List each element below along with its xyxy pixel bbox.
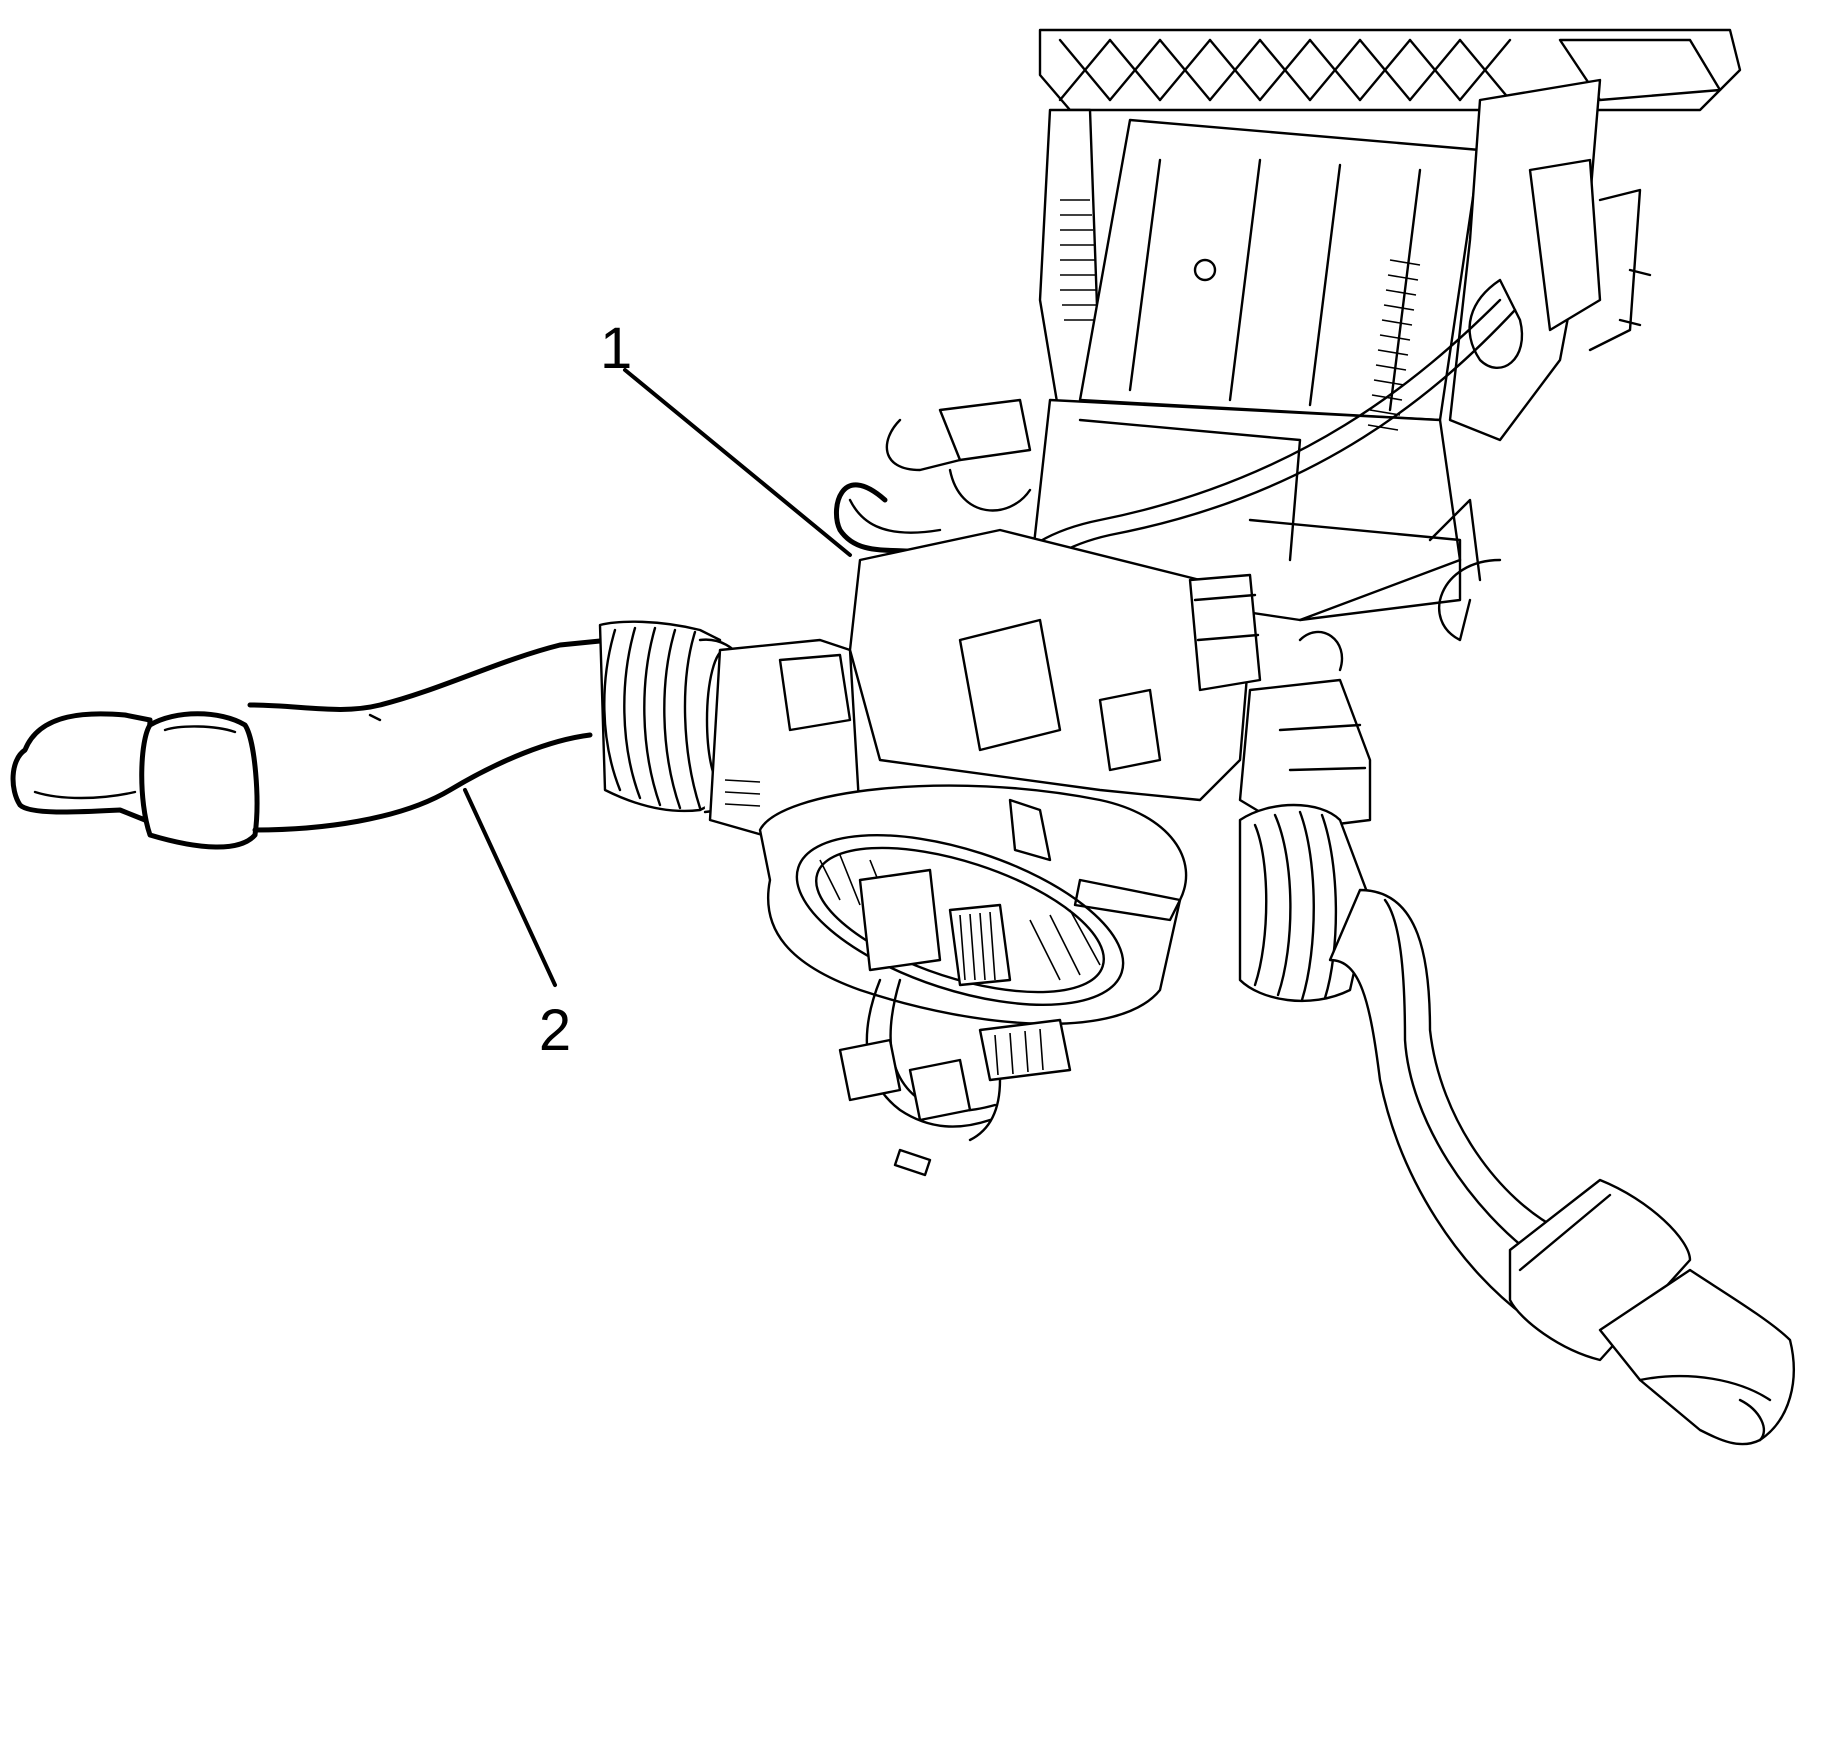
multifunction-switch-lever (10, 620, 862, 850)
switch-housing (848, 528, 1372, 922)
callout-1-leader (623, 368, 852, 557)
clock-spring-ring (758, 784, 1188, 1026)
callout-2-label: 2 (539, 998, 571, 1063)
callout-2-leader (463, 788, 557, 987)
callout-2: 2 (463, 788, 571, 1063)
callout-1: 1 (600, 316, 852, 557)
callout-1-label: 1 (600, 316, 632, 381)
wiper-switch-lever (1238, 803, 1795, 1446)
pigtail-connectors (838, 978, 1072, 1177)
